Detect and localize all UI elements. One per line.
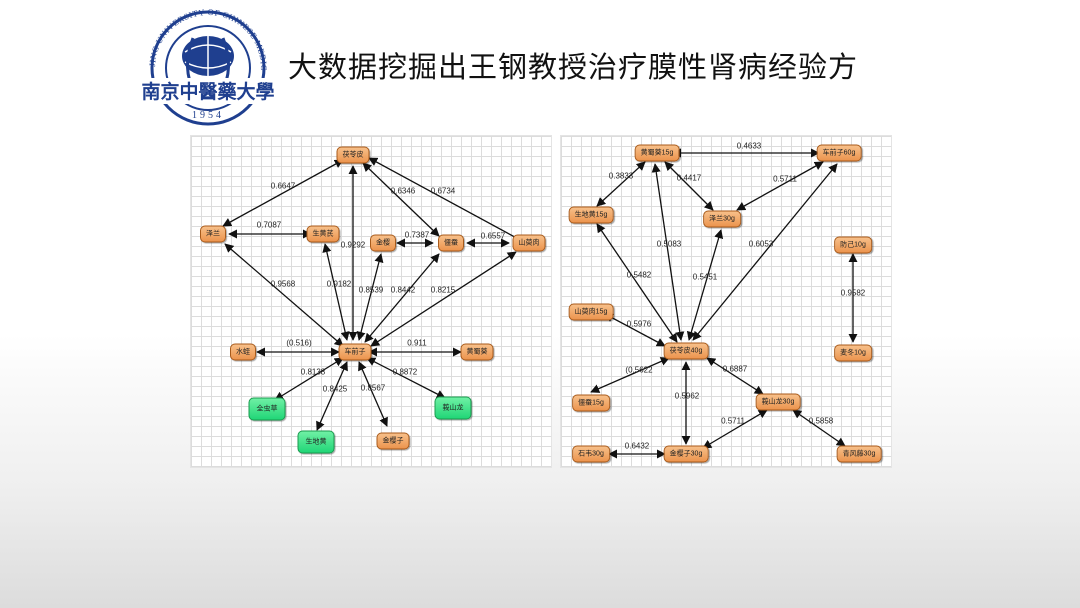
- edge-qianshi-fuling: [590, 357, 670, 393]
- edge-label-huangshukui-cheqianzi: 0.4633: [736, 141, 762, 151]
- edge-fuling-shanyurou: [368, 157, 525, 243]
- node-jinyingzi[interactable]: 金樱子30g: [663, 445, 709, 463]
- edge-label-ezhu-qingfengteng: 0.5858: [808, 416, 834, 426]
- edge-label-fuling-qianshi: 0.6346: [390, 186, 416, 196]
- node-huangshukui[interactable]: 黄蜀葵15g: [634, 144, 680, 162]
- edge-label-cheqianzi-huangshukui: 0.911: [407, 338, 427, 348]
- edge-label-zelan-cheqianzi: 0.9568: [270, 279, 296, 289]
- node-shengdihuang[interactable]: 生地黄: [297, 430, 335, 454]
- edge-label-shiwei-jinyingzi: 0.6432: [624, 441, 650, 451]
- node-shenghuangqi[interactable]: 生黄芪: [306, 225, 340, 243]
- right-edges-layer: [590, 148, 858, 459]
- edge-label-huangshukui-shengdihuang: 0.3833: [608, 171, 634, 181]
- edge-label-fuling-ezhu: 0.6887: [722, 364, 748, 374]
- edge-fuling-zelan: [222, 159, 344, 227]
- edge-ezhu-qingfengteng: [792, 409, 846, 447]
- edge-label-shengdihuang-cheqianzi: 0.8425: [322, 384, 348, 394]
- node-zelan[interactable]: 泽兰: [200, 225, 226, 243]
- node-fuling[interactable]: 茯苓皮: [336, 146, 370, 164]
- node-qingfengteng[interactable]: 青风藤30g: [836, 445, 882, 463]
- node-quanxie[interactable]: 全虫草: [248, 397, 286, 421]
- node-shiwei[interactable]: 石韦30g: [572, 445, 610, 463]
- node-zelan[interactable]: 泽兰30g: [703, 210, 741, 228]
- left-network-diagram: 0.6647 0.6346 0.6734 0.7087 0.7387 0.655…: [190, 135, 552, 468]
- edge-label-cheqianzi-jinyingzi: 0.8567: [360, 383, 386, 393]
- edge-label-fuling-jinyingzi: 0.5962: [674, 391, 700, 401]
- edge-qianshi-cheqianzi: [364, 253, 440, 343]
- edge-cheqianzi-jinyingzi: [358, 361, 388, 427]
- node-jinying[interactable]: 金樱: [370, 234, 396, 252]
- edge-zelan-cheqianzi: [224, 243, 344, 347]
- edge-label-quanxie-cheqianzi: 0.8138: [300, 367, 326, 377]
- node-cheqianzi[interactable]: 车前子: [338, 343, 372, 361]
- edge-label-shanyurou-cheqianzi: 0.8215: [430, 285, 456, 295]
- edge-label-shanyurou-fuling: 0.5976: [626, 319, 652, 329]
- node-shanyurou[interactable]: 山萸肉: [512, 234, 546, 252]
- edge-label-zelan-shenghuangqi: 0.7087: [256, 220, 282, 230]
- left-edges-layer: [222, 157, 525, 431]
- node-shengdihuang[interactable]: 生地黄15g: [568, 206, 614, 224]
- node-shuizhi[interactable]: 水蛭: [230, 343, 256, 361]
- edge-fuling-qianshi: [362, 162, 440, 237]
- edge-label-qianshi-cheqianzi: 0.8442: [390, 285, 416, 295]
- university-logo: NANJING UNIVERSITY OF CHINESE MEDICINE 南…: [133, 8, 275, 126]
- edge-label-shengdihuang-fuling: 0.5482: [626, 270, 652, 280]
- node-fangji[interactable]: 防己10g: [834, 236, 872, 254]
- edge-label-shuizhi-cheqianzi: (0.516): [286, 338, 312, 348]
- edge-ezhu-jinyingzi: [702, 409, 768, 449]
- edge-label-fuling-cheqianzi: 0.9292: [340, 240, 366, 250]
- logo-year: 1954: [192, 110, 224, 121]
- slide-title: 大数据挖掘出王钢教授治疗膜性肾病经验方: [288, 50, 859, 84]
- edge-label-fuling-shanyurou: 0.6734: [430, 186, 456, 196]
- edge-huangshukui-shengdihuang: [596, 161, 646, 207]
- edge-ezhu-cheqianzi: [366, 357, 446, 399]
- edge-huangshukui-fuling: [651, 163, 685, 341]
- edge-label-qianshi-fuling: (0.5622: [625, 365, 653, 375]
- edge-zelan-fuling: [686, 229, 724, 341]
- node-qianshi[interactable]: 僵蚕15g: [572, 394, 610, 412]
- edge-shenghuangqi-cheqianzi: [322, 243, 350, 341]
- node-jinyingzi[interactable]: 金樱子: [376, 432, 410, 450]
- edge-label-jinying-cheqianzi: 0.8539: [358, 285, 384, 295]
- edge-label-zelan-cheqianzi: 0.5711: [773, 174, 797, 184]
- edge-fuling-ezhu: [706, 357, 764, 395]
- edge-label-jinying-qianshi: 0.7387: [404, 230, 430, 240]
- edge-shanyurou-cheqianzi: [370, 251, 517, 347]
- edge-zelan-cheqianzi: [736, 161, 824, 211]
- edge-label-ezhu-cheqianzi: 0.8872: [392, 367, 418, 377]
- node-shanyurou[interactable]: 山萸肉15g: [568, 303, 614, 321]
- node-yangzhiju[interactable]: 麦冬10g: [834, 344, 872, 362]
- right-network-diagram: 0.4633 0.3833 0.4417 0.5711 0.5083 0.605…: [560, 135, 892, 468]
- edge-label-qianshi-shanyurou: 0.6557: [480, 231, 506, 241]
- node-fuling[interactable]: 茯苓皮40g: [663, 342, 709, 360]
- edge-label-cheqianzi-fuling: 0.6053: [748, 239, 774, 249]
- node-ezhu[interactable]: 莪山龙: [434, 396, 472, 420]
- edge-label-shenghuangqi-cheqianzi: 0.9182: [326, 279, 352, 289]
- edge-shengdihuang-cheqianzi: [316, 361, 348, 431]
- edge-label-zelan-fuling: 0.5451: [692, 272, 718, 282]
- logo-chinese-name: 南京中醫藥大學: [141, 80, 274, 103]
- edge-label-ezhu-jinyingzi: 0.5711: [721, 416, 745, 426]
- edge-label-fangji-yangzhiju: 0.9582: [840, 288, 866, 298]
- edge-label-huangshukui-zelan: 0.4417: [676, 173, 702, 183]
- node-huangshukui[interactable]: 黄蜀葵: [460, 343, 494, 361]
- edge-label-huangshukui-fuling: 0.5083: [656, 239, 682, 249]
- edge-huangshukui-zelan: [664, 161, 714, 211]
- node-ezhu[interactable]: 莪山龙30g: [755, 393, 801, 411]
- node-cheqianzi[interactable]: 车前子60g: [816, 144, 862, 162]
- node-qianshi[interactable]: 僵蚕: [438, 234, 464, 252]
- edge-label-fuling-zelan: 0.6647: [270, 181, 296, 191]
- edge-shanyurou-fuling: [604, 313, 666, 347]
